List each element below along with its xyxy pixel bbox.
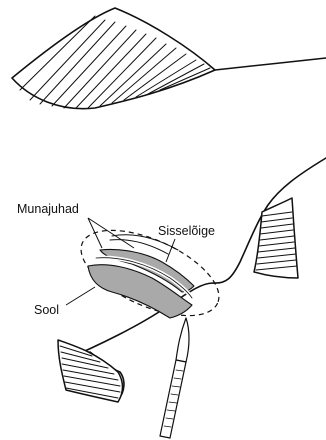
upper-wing-flap xyxy=(12,8,326,109)
label-intestine: Sool xyxy=(34,304,59,317)
leader-intestine xyxy=(66,287,95,305)
label-incision: Sisselõige xyxy=(158,225,215,238)
right-wing-flap xyxy=(254,198,298,278)
scalpel-icon xyxy=(160,318,189,438)
label-oviducts: Munajuhad xyxy=(17,203,79,216)
leader-incision xyxy=(166,239,175,262)
